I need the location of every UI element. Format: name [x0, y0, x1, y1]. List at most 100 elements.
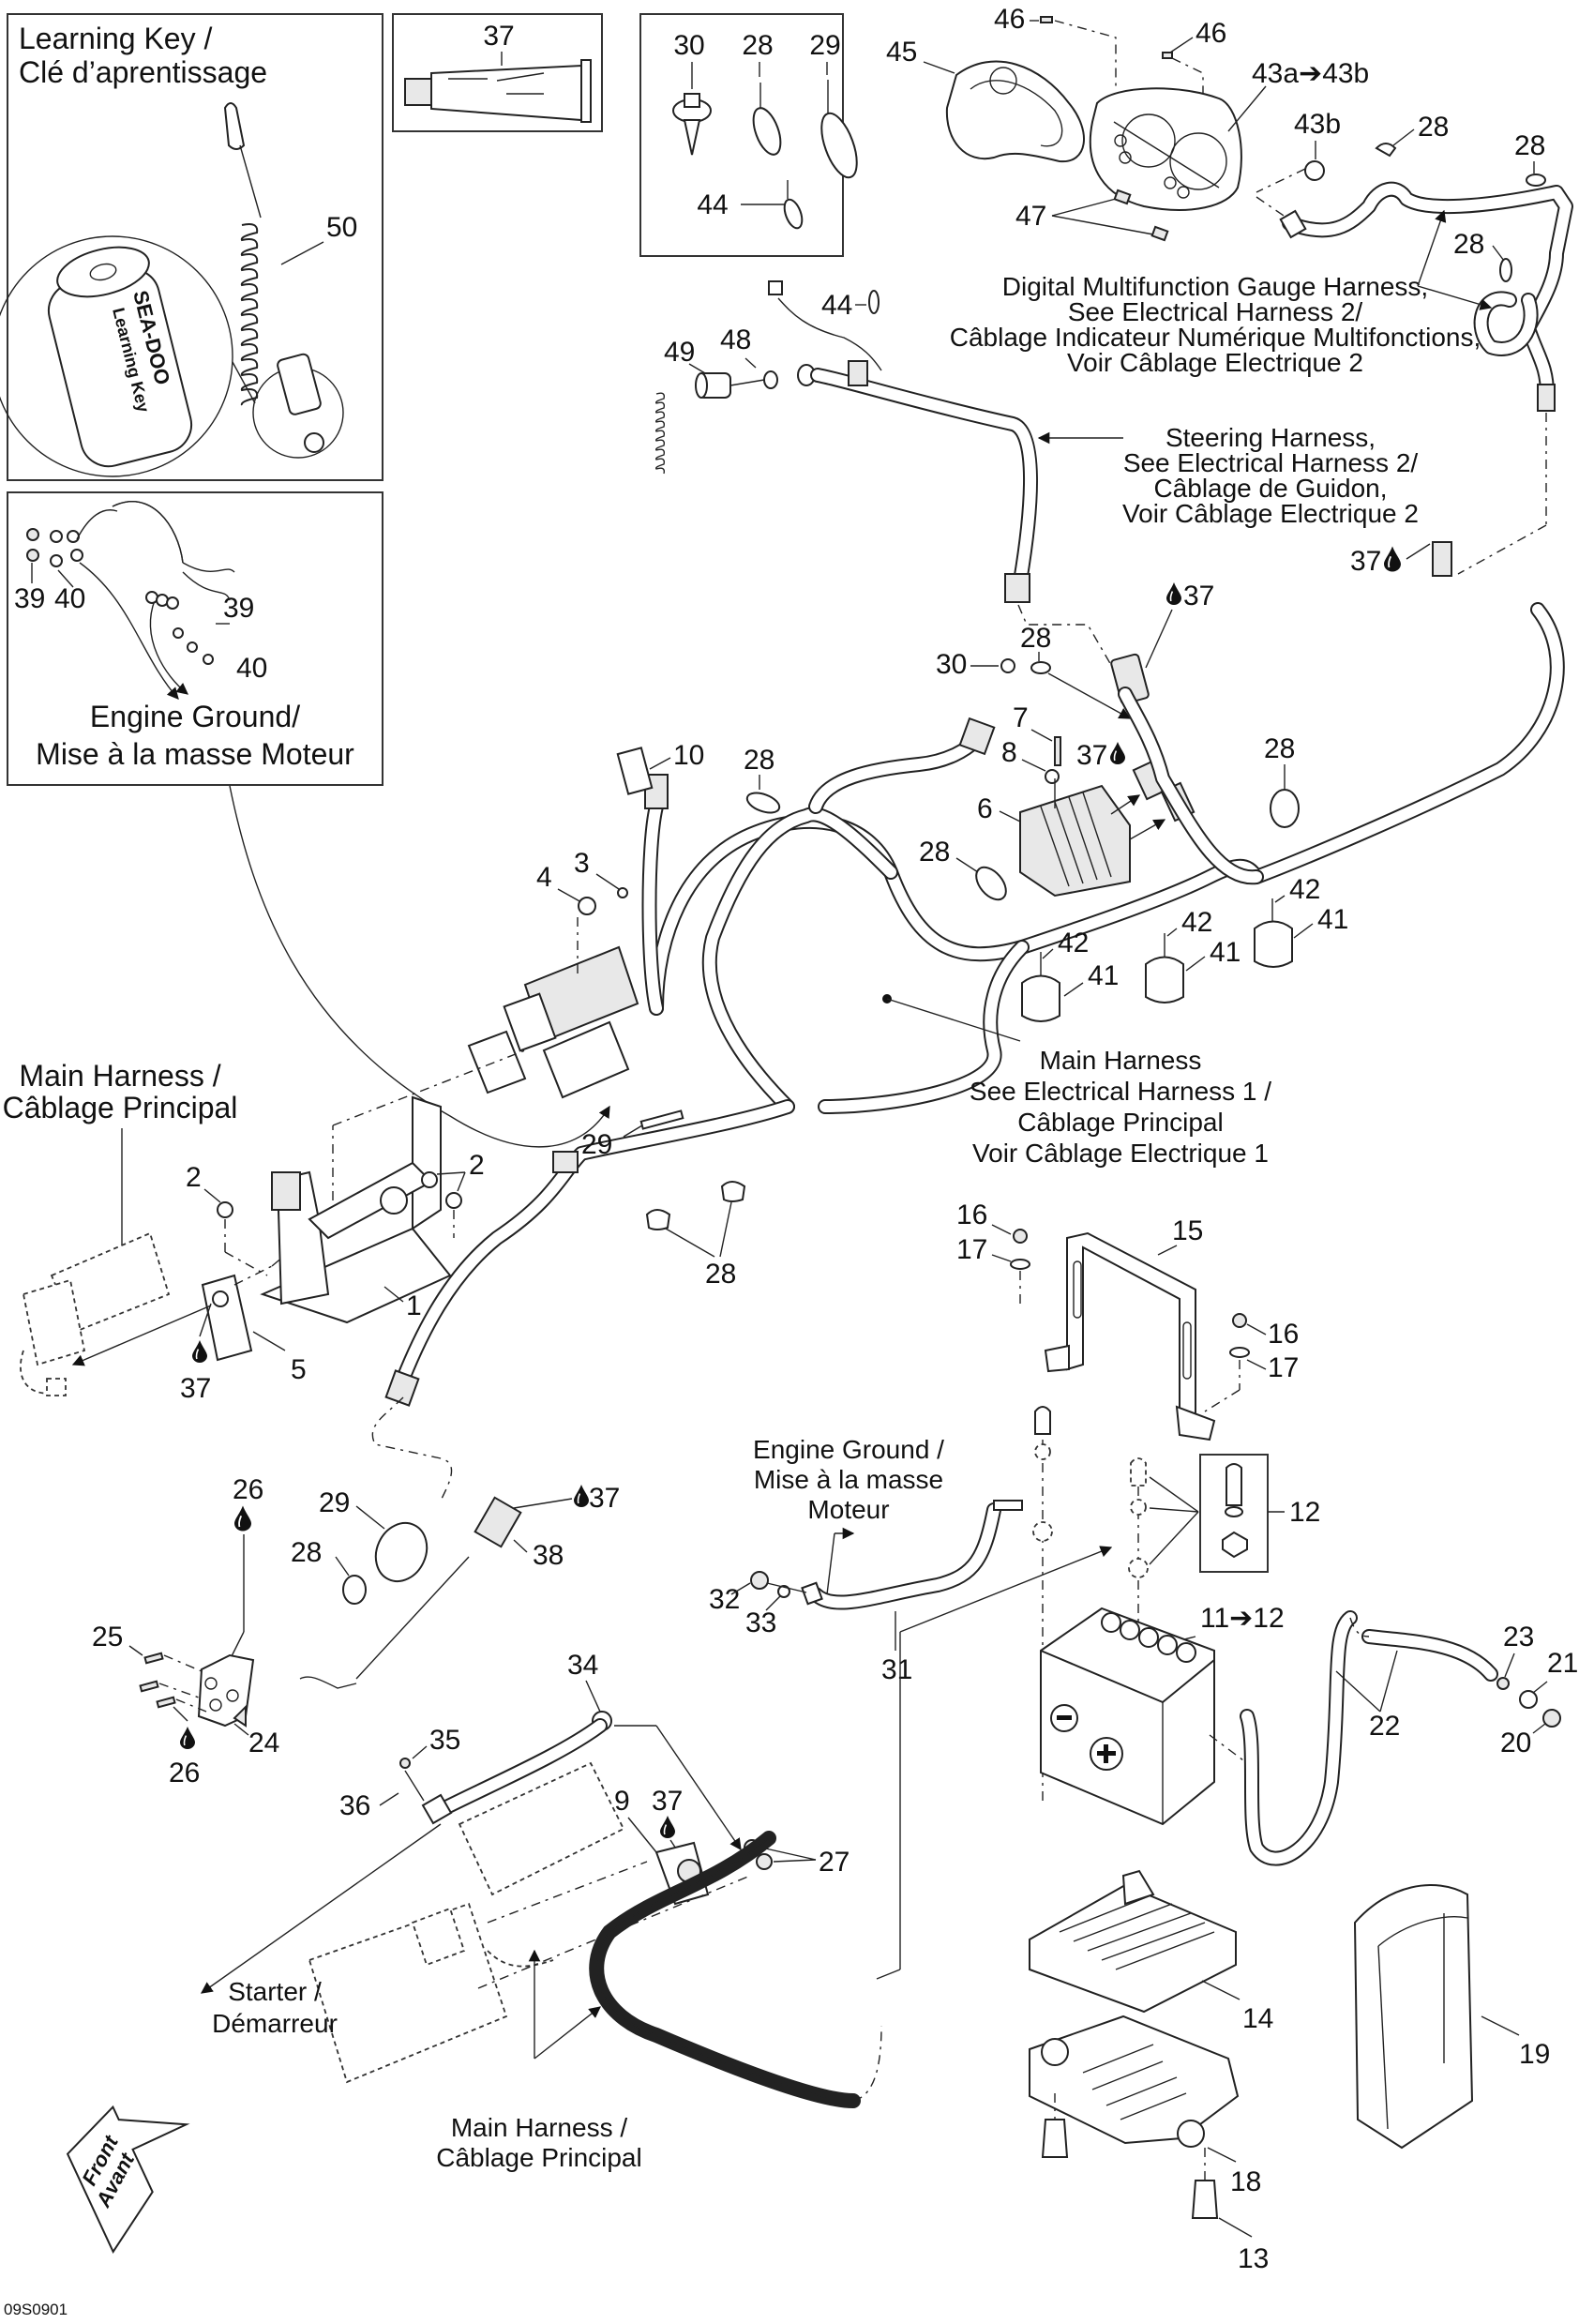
engine-ground-title-fr: Mise à la masse Moteur — [36, 737, 354, 771]
callout-37-steer: 37 — [1183, 581, 1214, 611]
battery-base-plate-icon — [1029, 2015, 1240, 2148]
callout-4: 4 — [536, 862, 552, 893]
callout-2-left: 2 — [186, 1162, 202, 1193]
callout-34: 34 — [567, 1650, 598, 1681]
learning-key-panel: Learning Key / Clé d’aprentissage SEA-DO… — [0, 13, 383, 481]
callout-22: 22 — [1369, 1711, 1400, 1742]
callout-29-b: 29 — [319, 1487, 350, 1518]
dielectric-grease-icon — [660, 1815, 675, 1839]
connector — [552, 1151, 579, 1173]
callout-28-d: 28 — [291, 1537, 322, 1568]
caption-line: Câblage de Guidon, — [1153, 474, 1387, 503]
callout-18: 18 — [1230, 2166, 1261, 2197]
callout-39-left: 39 — [14, 583, 45, 614]
callout-42-c: 42 — [1289, 874, 1320, 905]
callout-28-reg: 28 — [1020, 623, 1051, 654]
learning-key-icon: SEA-DOO Learning Key — [0, 102, 344, 477]
callout-37-tube: 37 — [483, 21, 514, 52]
callout-37-right: 37 — [1350, 546, 1381, 577]
fuse-box-icon — [467, 945, 639, 1099]
starter-ghost-icon — [308, 1761, 751, 2084]
callout-42-b: 42 — [1181, 907, 1212, 938]
caption-line: Câblage Indicateur Numérique Multifoncti… — [950, 323, 1481, 352]
callout-49: 49 — [664, 337, 695, 368]
callout-3: 3 — [574, 848, 590, 879]
caption-line: Démarreur — [212, 2009, 338, 2038]
caption-line: Voir Câblage Electrique 2 — [1122, 499, 1419, 528]
mounting-bracket-icon — [260, 1095, 452, 1324]
callout-13: 13 — [1238, 2243, 1269, 2274]
caption-line: Moteur — [807, 1495, 889, 1524]
callout-9: 9 — [614, 1786, 630, 1817]
caption-line: Voir Câblage Electrique 2 — [1067, 348, 1363, 377]
callout-46-left: 46 — [994, 4, 1025, 35]
callout-28-c: 28 — [705, 1259, 736, 1290]
starter-group: 34 35 36 9 37 27 — [200, 1650, 882, 2172]
caption-line: Digital Multifunction Gauge Harness, — [1002, 272, 1428, 301]
caption-line: Starter / — [228, 1977, 322, 2006]
callout-10: 10 — [673, 740, 704, 771]
connector — [384, 1369, 420, 1407]
key-post-icon — [654, 364, 816, 475]
callout-28-gauge-b: 28 — [1514, 130, 1545, 161]
callout-35: 35 — [429, 1725, 460, 1756]
battery-hardware-frame — [1199, 1454, 1269, 1573]
callout-43b: 43b — [1294, 109, 1341, 140]
engine-ground-frame — [7, 491, 383, 786]
callout-20: 20 — [1500, 1728, 1531, 1758]
callout-7: 7 — [1013, 702, 1029, 733]
dielectric-grease-icon — [234, 1505, 251, 1532]
callout-40-left: 40 — [54, 583, 85, 614]
caption-line: Engine Ground / — [753, 1435, 944, 1464]
learning-key-frame — [7, 13, 383, 481]
callout-16-b: 16 — [1268, 1319, 1299, 1350]
caption-line: Câblage Principal — [436, 2143, 641, 2172]
caption-line: Steering Harness, — [1165, 423, 1376, 452]
dielectric-grease-icon — [180, 1726, 195, 1750]
callout-48: 48 — [720, 324, 751, 355]
grommet — [1191, 2180, 1219, 2219]
callout-28-right: 28 — [1264, 733, 1295, 764]
callout-28-box: 28 — [742, 30, 773, 61]
callout-45: 45 — [886, 37, 917, 68]
grommet — [1041, 2119, 1069, 2158]
connector — [958, 717, 996, 756]
fuse-mount-group: Main Harness / Câblage Principal 37 5 1 — [3, 1049, 526, 1404]
switch-group: 26 29 28 37 38 25 26 24 — [92, 1396, 620, 1788]
callout-8: 8 — [1001, 737, 1017, 768]
callout-47: 47 — [1015, 201, 1046, 232]
main-harness-group: 3 4 10 28 28 42 41 42 41 42 41 — [384, 602, 1565, 1407]
callout-50: 50 — [326, 212, 357, 243]
cable-tie-small-icon — [783, 180, 804, 230]
callout-41-c: 41 — [1317, 904, 1348, 935]
battery-pad-icon — [1353, 1884, 1474, 2150]
dielectric-grease-icon — [192, 1339, 207, 1364]
screw-icon — [672, 93, 712, 156]
lubricant-tube-icon — [404, 59, 592, 123]
callout-37-mid: 37 — [1076, 740, 1107, 771]
callout-38: 38 — [533, 1540, 564, 1571]
callout-12: 12 — [1289, 1497, 1320, 1528]
gauge-cluster-icon — [1089, 87, 1242, 211]
callout-37-conn: 37 — [589, 1483, 620, 1514]
dielectric-grease-icon — [1166, 581, 1181, 606]
battery-tray-group: 14 18 13 19 — [1029, 1869, 1550, 2274]
callout-30: 30 — [936, 649, 967, 680]
learning-key-title-en: Learning Key / — [19, 22, 212, 55]
battery-bracket-icon — [1044, 1231, 1216, 1441]
dielectric-grease-icon — [574, 1484, 589, 1508]
callout-26-top: 26 — [233, 1474, 263, 1505]
main-harness-ghost-icon — [20, 1231, 171, 1396]
callout-11-12: 11➔12 — [1200, 1603, 1285, 1634]
fasteners-panel: 30 28 29 44 — [639, 13, 858, 257]
callout-36: 36 — [339, 1790, 370, 1821]
gauge-harness-caption: Digital Multifunction Gauge Harness, See… — [950, 209, 1493, 377]
lubricant-frame — [392, 13, 603, 132]
cable-tie-large-icon — [820, 80, 858, 179]
callout-32: 32 — [709, 1584, 740, 1615]
callout-28-a: 28 — [744, 745, 774, 776]
battery-tray-icon — [1029, 1869, 1237, 2014]
steering-harness-group: 44 49 48 Steering Harness, See Electrica… — [654, 280, 1452, 690]
caption-line: Mise à la masse — [754, 1465, 943, 1494]
